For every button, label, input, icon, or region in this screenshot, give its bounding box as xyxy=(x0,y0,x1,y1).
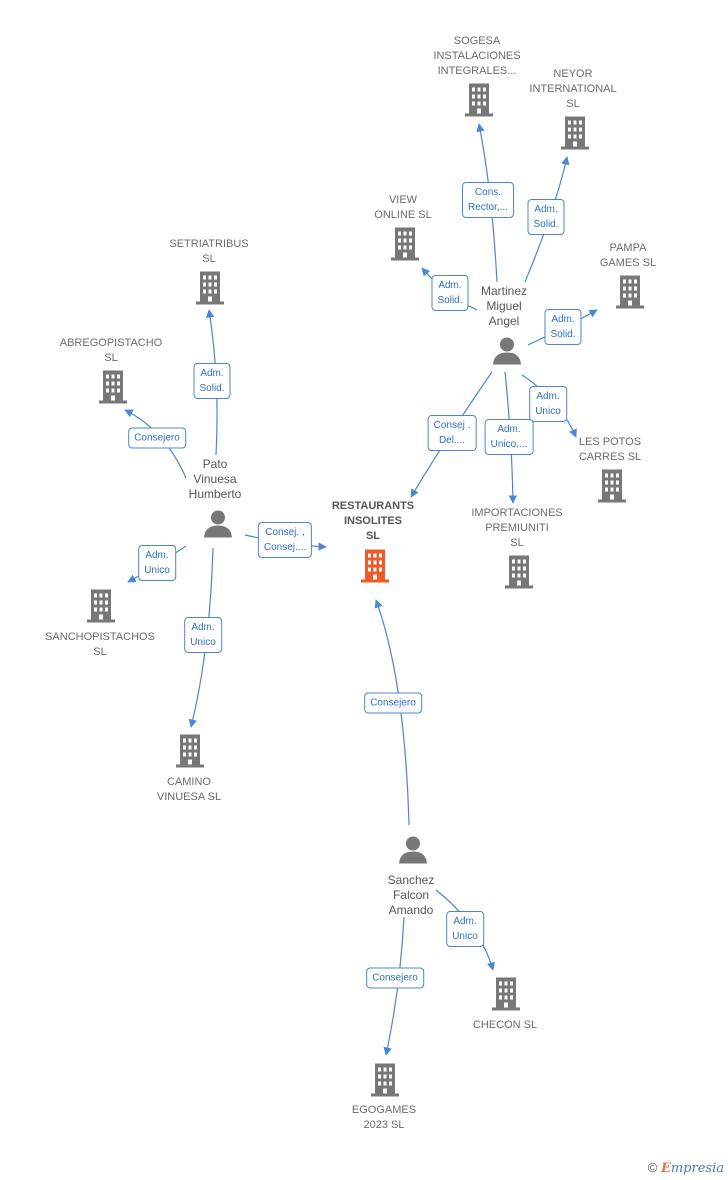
person-label-martinez[interactable]: Martinez Miguel Angel xyxy=(480,284,528,328)
person-icon xyxy=(204,510,232,538)
company-label-lespotos[interactable]: LES POTOS CARRES SL xyxy=(578,436,642,463)
company-label-egogames[interactable]: EGOGAMES 2023 SL xyxy=(351,1104,417,1131)
edge-label-adm-unico-lespotos[interactable]: Adm. Unico xyxy=(529,386,567,422)
building-icon[interactable] xyxy=(389,226,421,267)
company-label-abrego[interactable]: ABREGOPISTACHO SL xyxy=(59,337,163,364)
edge-label-adm-solid-pampa[interactable]: Adm. Solid. xyxy=(544,309,582,345)
building-icon[interactable] xyxy=(490,976,522,1017)
edge-label-adm-unico-camino[interactable]: Adm. Unico xyxy=(184,617,222,653)
logo-e: E xyxy=(660,1161,671,1176)
building-icon[interactable] xyxy=(369,1062,401,1103)
building-icon[interactable] xyxy=(503,554,535,595)
edge-label-consej-consej[interactable]: Consej. , Consej.... xyxy=(257,522,313,558)
building-icon xyxy=(361,549,389,583)
focus-building-icon[interactable] xyxy=(359,548,391,589)
company-label-pampa[interactable]: PAMPA GAMES SL xyxy=(599,242,657,269)
company-label-neyor[interactable]: NEYOR INTERNATIONAL SL xyxy=(529,68,617,110)
edge-label-adm-unico-sancho[interactable]: Adm. Unico xyxy=(138,545,176,581)
company-label-view[interactable]: VIEW ONLINE SL xyxy=(374,194,432,221)
building-icon xyxy=(87,589,115,623)
building-icon xyxy=(176,734,204,768)
person-label-pato[interactable]: Pato Vinuesa Humberto xyxy=(188,457,242,501)
company-label-checon[interactable]: CHECON SL xyxy=(472,1019,538,1031)
empresia-logo[interactable]: Empresia xyxy=(661,1161,724,1176)
company-label-sogesa[interactable]: SOGESA INSTALACIONES INTEGRALES... xyxy=(433,35,521,77)
building-icon[interactable] xyxy=(97,369,129,410)
building-icon xyxy=(561,116,589,150)
edge-label-consejero-abrego[interactable]: Consejero xyxy=(128,427,186,449)
logo-text: mpresia xyxy=(670,1161,724,1176)
building-icon[interactable] xyxy=(174,733,206,774)
edge-label-consejero-egogames[interactable]: Consejero xyxy=(366,967,424,989)
building-icon xyxy=(99,370,127,404)
building-icon[interactable] xyxy=(194,270,226,311)
building-icon xyxy=(598,469,626,503)
building-icon xyxy=(196,271,224,305)
edge-label-adm-solid-view[interactable]: Adm. Solid. xyxy=(431,275,469,311)
person-label-sanchez[interactable]: Sanchez Falcon Amando xyxy=(387,873,435,917)
building-icon[interactable] xyxy=(85,588,117,629)
building-icon xyxy=(465,83,493,117)
building-icon xyxy=(492,977,520,1011)
edge-label-adm-unico-importa[interactable]: Adm. Unico,... xyxy=(484,419,534,455)
person-icon[interactable] xyxy=(203,509,233,544)
company-label-sancho[interactable]: SANCHOPISTACHOS SL xyxy=(45,631,155,658)
building-icon xyxy=(371,1063,399,1097)
edge-label-consej-del[interactable]: Consej . Del.... xyxy=(427,415,477,451)
company-label-setria[interactable]: SETRIATRIBUS SL xyxy=(169,238,249,265)
building-icon xyxy=(616,275,644,309)
person-icon xyxy=(399,836,427,864)
building-icon xyxy=(391,227,419,261)
focus-company-label[interactable]: RESTAURANTS INSOLITES SL xyxy=(331,500,415,542)
edge-label-adm-solid-neyor[interactable]: Adm. Solid. xyxy=(527,199,565,235)
edge-label-cons-rector[interactable]: Cons. Rector,... xyxy=(461,182,515,218)
footer-brand: © Empresia xyxy=(648,1160,724,1176)
person-icon xyxy=(493,337,521,365)
edge-label-adm-solid-setria[interactable]: Adm. Solid. xyxy=(193,363,231,399)
building-icon[interactable] xyxy=(614,274,646,315)
copyright-symbol: © xyxy=(647,1160,658,1175)
building-icon[interactable] xyxy=(596,468,628,509)
building-icon[interactable] xyxy=(559,115,591,156)
person-icon[interactable] xyxy=(398,835,428,870)
company-label-importa[interactable]: IMPORTACIONES PREMIUNITI SL xyxy=(471,507,563,549)
person-icon[interactable] xyxy=(492,336,522,371)
company-label-camino[interactable]: CAMINO VINUESA SL xyxy=(156,776,222,803)
building-icon xyxy=(505,555,533,589)
building-icon[interactable] xyxy=(463,82,495,123)
edge-label-consejero-sanchez[interactable]: Consejero xyxy=(364,692,422,714)
edge-label-adm-unico-checon[interactable]: Adm. Unico xyxy=(446,911,484,947)
